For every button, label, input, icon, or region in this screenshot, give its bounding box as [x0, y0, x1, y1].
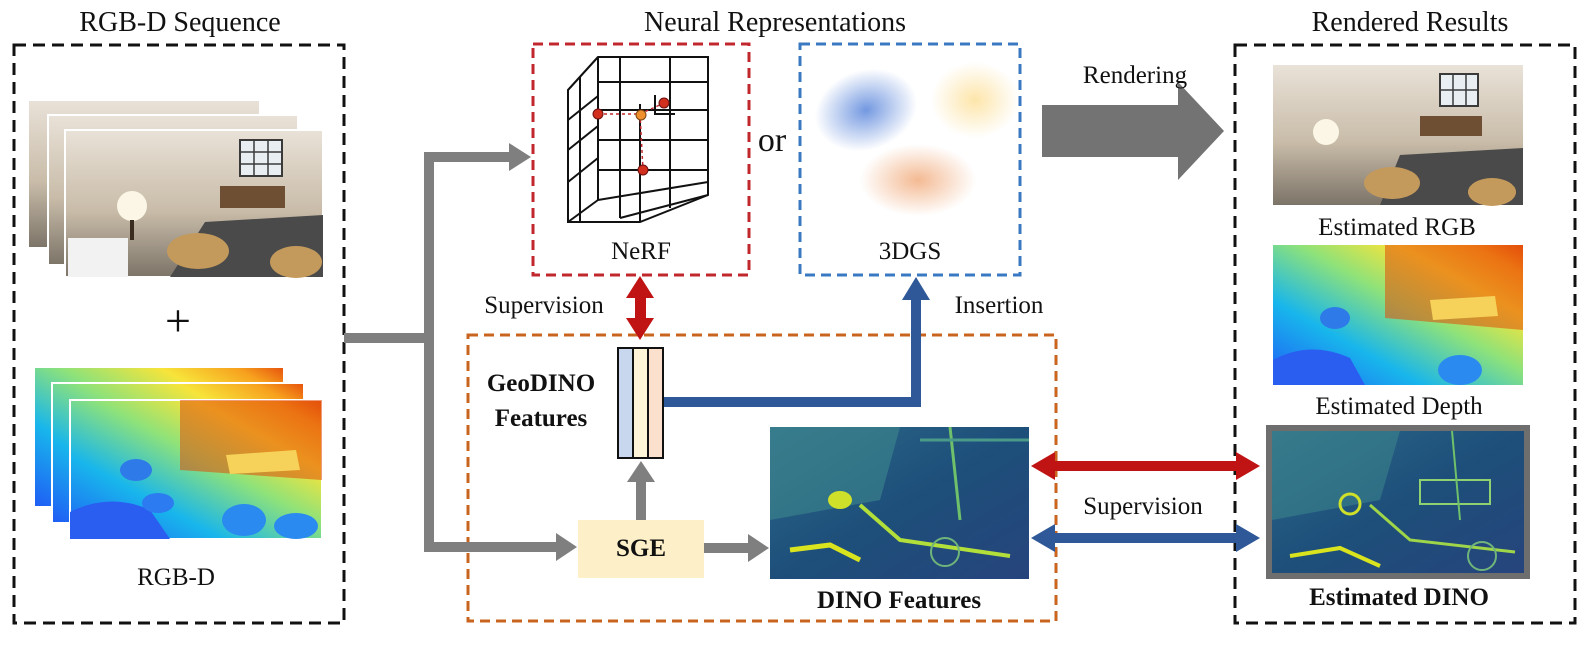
estimated-rgb-label: Estimated RGB — [1318, 214, 1476, 241]
sge-to-dino-arrow — [704, 534, 769, 562]
dino-feature-map — [770, 426, 1029, 579]
insertion-label: Insertion — [954, 292, 1044, 319]
estimated-depth-image — [1273, 245, 1523, 385]
supervision-bottom-label: Supervision — [1083, 493, 1203, 520]
or-label: or — [757, 122, 787, 159]
estimated-depth-label: Estimated Depth — [1315, 393, 1483, 420]
sge-label: SGE — [615, 535, 667, 562]
nerf-point — [635, 109, 647, 121]
dino-supervision-red-arrow — [1031, 452, 1260, 480]
geodino-label-line2: Features — [494, 405, 588, 432]
sge-box — [578, 520, 704, 578]
rendering-arrow — [1042, 82, 1224, 180]
nerf-label: NeRF — [611, 238, 671, 265]
rgb-image-stack — [27, 99, 324, 278]
depth-image-stack — [33, 366, 323, 540]
nerf-grid-cube — [567, 56, 709, 223]
geodino-label-line1: GeoDINO — [486, 370, 596, 397]
gaussian-blobs — [815, 62, 1019, 216]
gaussian-blob-blue — [815, 68, 917, 152]
gs-frame — [798, 42, 1022, 277]
gaussian-blob-yellow — [931, 62, 1019, 138]
dino-features-label: DINO Features — [816, 587, 982, 614]
gaussian-blob-orange — [860, 144, 976, 216]
feature-frame — [466, 333, 1058, 623]
depth-frame-front — [69, 399, 323, 540]
dino-supervision-blue-arrow — [1031, 524, 1260, 552]
supervision-top-label: Supervision — [484, 292, 604, 319]
estimated-rgb-image — [1273, 65, 1523, 206]
input-flow-arrows — [344, 143, 577, 561]
output-section-title: Rendered Results — [1311, 7, 1509, 38]
estimated-dino-label: Estimated DINO — [1309, 584, 1489, 611]
geodino-feature-bars — [617, 347, 664, 459]
insertion-arrow — [663, 277, 930, 407]
nerf-point — [592, 108, 604, 120]
input-section-title: RGB-D Sequence — [79, 7, 281, 38]
nerf-point — [637, 164, 649, 176]
estimated-dino-image — [1266, 425, 1530, 579]
sge-to-geodino-arrow — [627, 461, 655, 522]
rgb-frame-front — [64, 129, 324, 278]
gs-label: 3DGS — [878, 238, 942, 265]
nerf-sample-points — [592, 97, 670, 176]
neural-section-title: Neural Representations — [643, 7, 907, 38]
output-section-frame — [1233, 43, 1577, 625]
plus-sign: + — [165, 295, 191, 346]
nerf-supervision-arrow — [626, 276, 654, 340]
rendering-label: Rendering — [1082, 62, 1188, 89]
nerf-point — [658, 97, 670, 109]
rgbd-label: RGB-D — [137, 564, 215, 591]
